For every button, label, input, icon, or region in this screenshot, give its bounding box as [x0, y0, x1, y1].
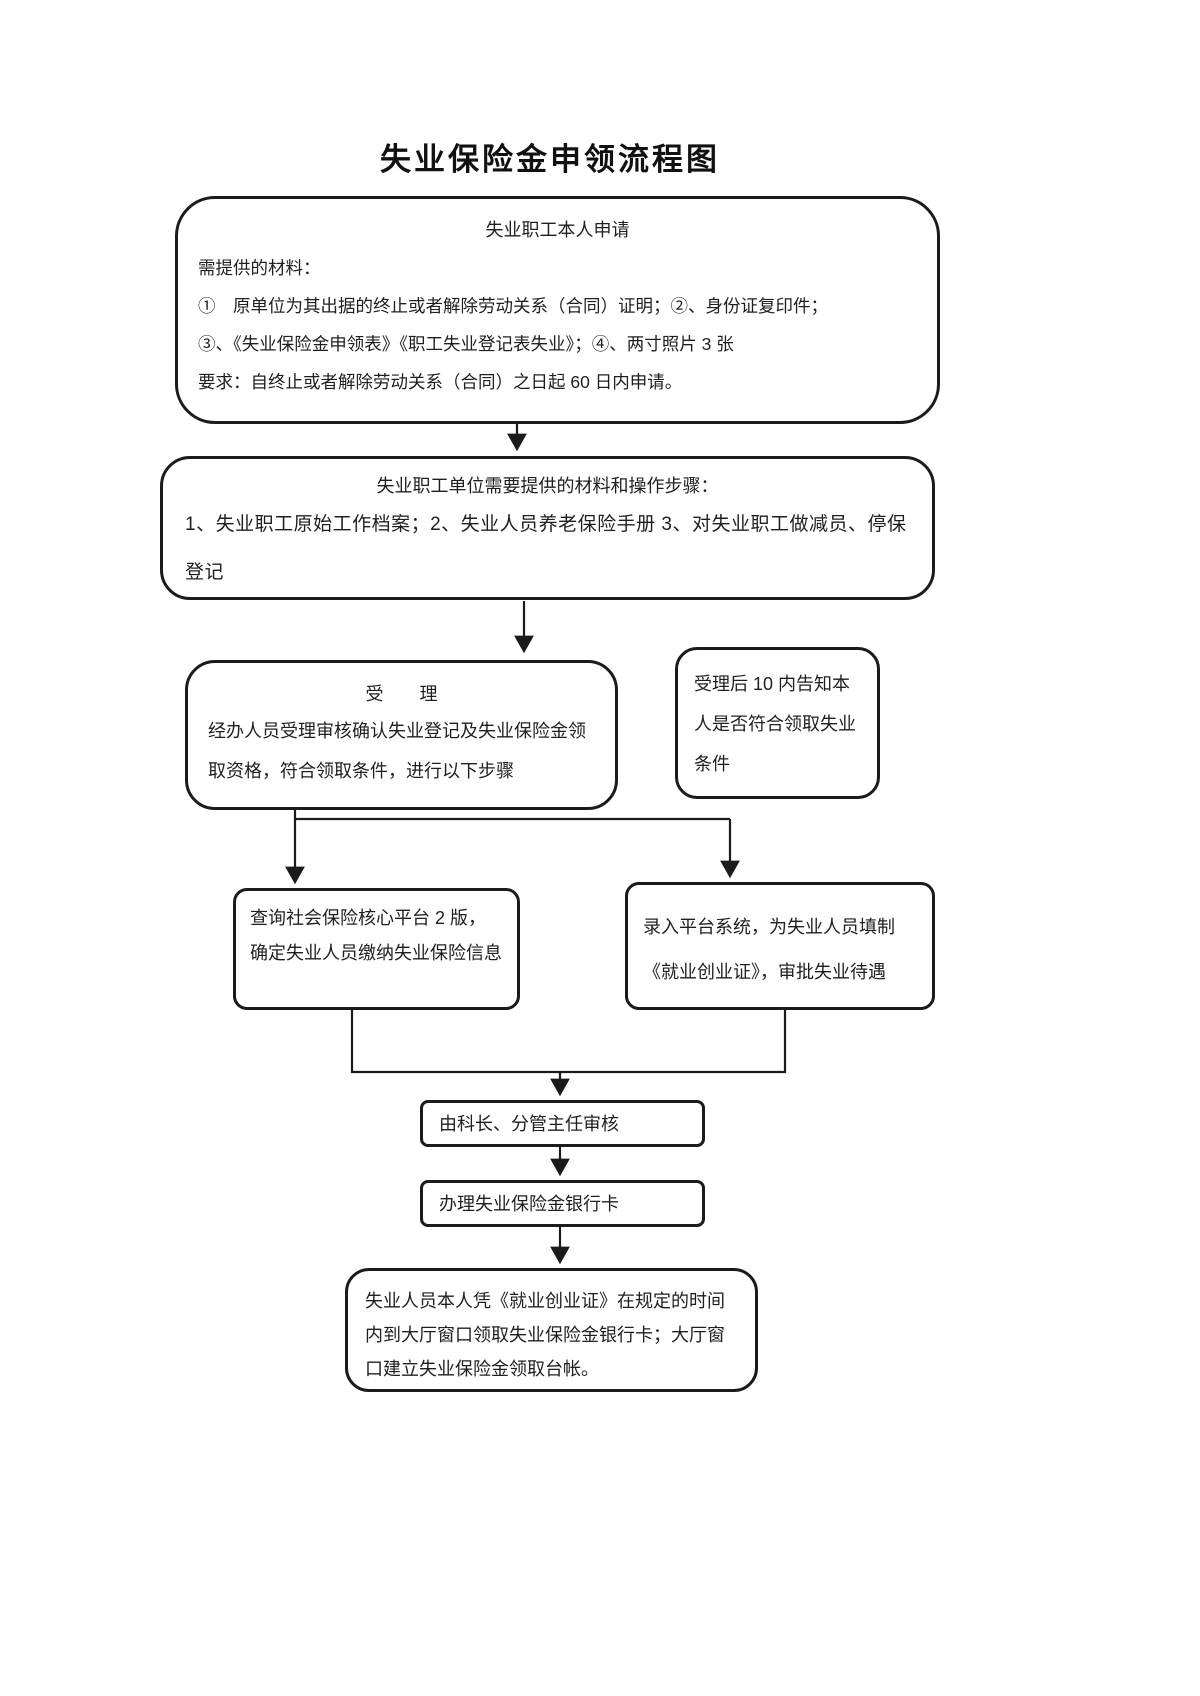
applicant-materials-label: 需提供的材料：	[198, 258, 321, 278]
review-body: 由科长、分管主任审核	[439, 1114, 619, 1134]
box-notify-result: 受理后 10 内告知本人是否符合领取失业条件	[675, 647, 880, 799]
final-body: 失业人员本人凭《就业创业证》在规定的时间内到大厅窗口领取失业保险金银行卡；大厅窗…	[365, 1291, 725, 1379]
box-applicant-application: 失业职工本人申请 需提供的材料： ① 原单位为其出据的终止或者解除劳动关系（合同…	[175, 196, 940, 424]
connector-entry-merge	[560, 1010, 787, 1074]
connector-query-merge	[350, 1010, 560, 1074]
applicant-material-item-1: ① 原单位为其出据的终止或者解除劳动关系（合同）证明；②、身份证复印件；	[198, 296, 828, 316]
box-acceptance: 受 理 经办人员受理审核确认失业登记及失业保险金领取资格，符合领取条件，进行以下…	[185, 660, 618, 810]
bankcard-body: 办理失业保险金银行卡	[439, 1194, 619, 1214]
entry-body: 录入平台系统，为失业人员填制《就业创业证》，审批失业待遇	[643, 917, 895, 982]
notify-body: 受理后 10 内告知本人是否符合领取失业条件	[694, 674, 856, 774]
employer-heading: 失业职工单位需要提供的材料和操作步骤：	[376, 476, 719, 496]
acceptance-body: 经办人员受理审核确认失业登记及失业保险金领取资格，符合领取条件，进行以下步骤	[208, 721, 586, 781]
applicant-heading: 失业职工本人申请	[485, 220, 630, 240]
page-title: 失业保险金申领流程图	[380, 142, 720, 177]
applicant-material-item-2: ③、《失业保险金申领表》《职工失业登记表失业》；④、两寸照片 3 张	[198, 334, 734, 354]
box-final-collection: 失业人员本人凭《就业创业证》在规定的时间内到大厅窗口领取失业保险金银行卡；大厅窗…	[345, 1268, 758, 1392]
box-bankcard-processing: 办理失业保险金银行卡	[420, 1180, 705, 1227]
box-query-platform: 查询社会保险核心平台 2 版，确定失业人员缴纳失业保险信息	[233, 888, 520, 1010]
employer-body: 1、失业职工原始工作档案；2、失业人员养老保险手册 3、对失业职工做减员、停保登…	[185, 514, 907, 583]
box-system-entry: 录入平台系统，为失业人员填制《就业创业证》，审批失业待遇	[625, 882, 935, 1010]
acceptance-heading: 受 理	[365, 684, 438, 704]
query-body: 查询社会保险核心平台 2 版，确定失业人员缴纳失业保险信息	[250, 908, 502, 963]
applicant-requirement: 要求：自终止或者解除劳动关系（合同）之日起 60 日内申请。	[198, 372, 683, 392]
box-employer-materials: 失业职工单位需要提供的材料和操作步骤： 1、失业职工原始工作档案；2、失业人员养…	[160, 456, 935, 600]
box-supervisor-review: 由科长、分管主任审核	[420, 1100, 705, 1147]
